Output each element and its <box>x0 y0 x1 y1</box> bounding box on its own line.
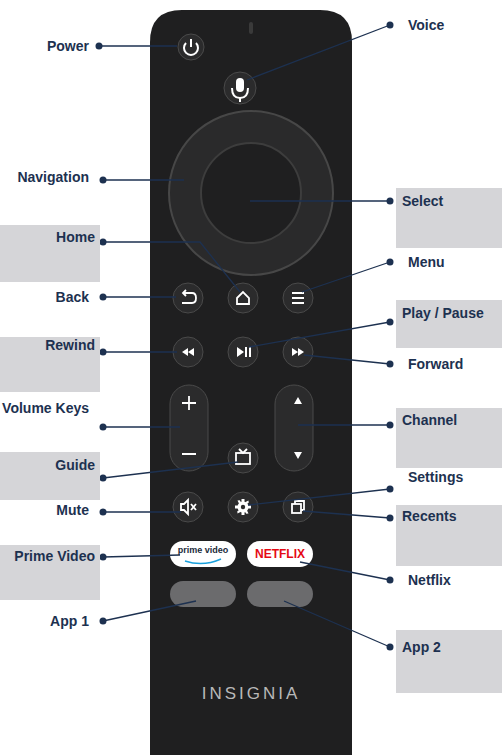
button-text: prime video <box>178 545 229 556</box>
mic-hole <box>249 22 253 34</box>
callout-label: Forward <box>408 356 463 373</box>
label-box: Guide <box>0 452 100 500</box>
app1-button <box>170 581 236 607</box>
label-box: Channel <box>396 408 502 468</box>
callout-label: Guide <box>0 457 95 474</box>
remote-body <box>150 10 352 755</box>
label-box: Prime Video <box>0 545 100 600</box>
leader-dots <box>96 22 394 651</box>
callout-label: Rewind <box>0 337 95 354</box>
label-box: Rewind <box>0 337 100 392</box>
callout-label: App 1 <box>50 613 89 630</box>
callout-label: Netflix <box>408 572 451 589</box>
callout-label: Mute <box>56 502 89 519</box>
label-box: Home <box>0 225 100 282</box>
button-text: INSIGNIA <box>202 684 301 704</box>
callout-label: Back <box>56 289 89 306</box>
leader-lines <box>99 25 390 647</box>
label-box: App 2 <box>396 630 502 693</box>
callout-label: App 2 <box>402 639 502 656</box>
callout-label: Volume Keys <box>2 400 89 417</box>
voice-button <box>224 72 256 104</box>
power-button <box>178 34 204 60</box>
navigation-ring <box>169 111 333 275</box>
callout-label: Channel <box>402 412 502 429</box>
callout-label: Select <box>402 193 502 210</box>
prime-video-button <box>170 541 236 567</box>
callout-label: Power <box>47 38 89 55</box>
button-text: NETFLIX <box>255 547 305 561</box>
label-box: Recents <box>396 505 502 566</box>
callout-label: Recents <box>402 508 502 525</box>
callout-label: Play / Pause <box>402 305 502 322</box>
callout-label: Voice <box>408 17 444 34</box>
select-button <box>201 143 301 243</box>
app2-button <box>247 581 313 607</box>
label-box: Play / Pause <box>396 300 502 348</box>
label-box: Select <box>396 188 502 248</box>
callout-label: Home <box>0 229 95 246</box>
callout-label: Navigation <box>17 169 89 186</box>
buttons <box>170 283 313 522</box>
callout-label: Menu <box>408 254 445 271</box>
callout-label: Settings <box>408 469 463 486</box>
callout-label: Prime Video <box>0 548 95 565</box>
